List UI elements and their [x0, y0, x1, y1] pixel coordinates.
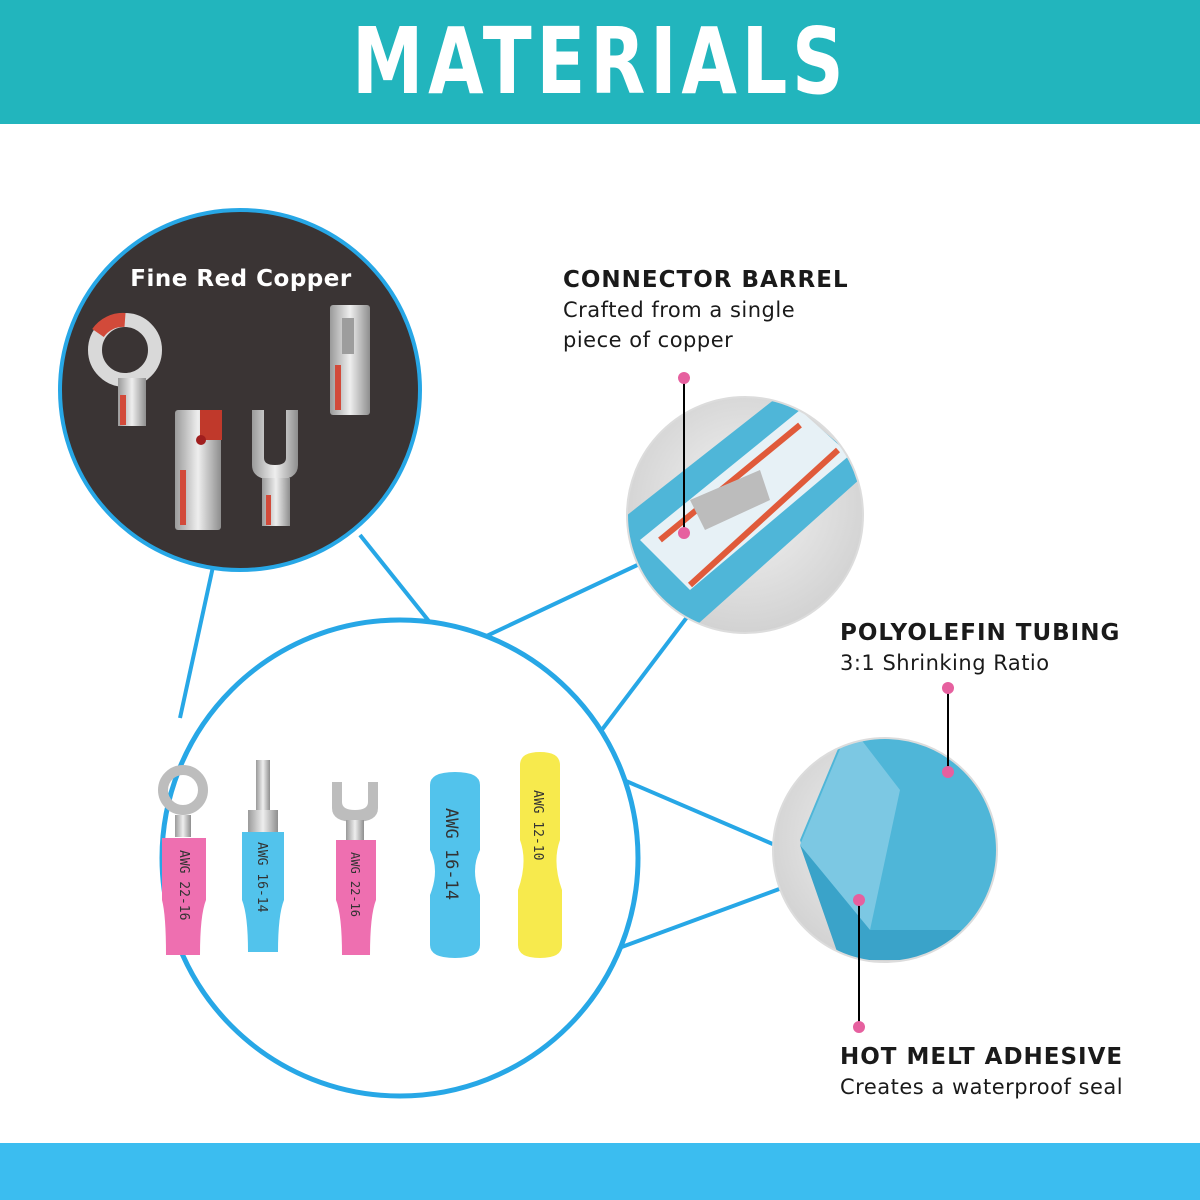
copper-ring-terminal: [88, 312, 162, 426]
header-banner: MATERIALS: [0, 0, 1200, 124]
copper-label: Fine Red Copper: [130, 266, 352, 292]
terminal-label: AWG 16-14: [254, 842, 269, 913]
callout-desc: Crafted from a single piece of copper: [563, 295, 849, 355]
pointer-dot: [853, 1021, 865, 1033]
barrel-zoom-circle: [626, 372, 864, 634]
terminal-label: AWG 16-14: [441, 808, 461, 900]
copper-female-terminal: [330, 305, 370, 415]
connector-line: [599, 886, 783, 957]
connector-line: [596, 598, 702, 737]
pointer-dot: [942, 682, 954, 694]
callout-desc-line: piece of copper: [563, 328, 734, 352]
callout-title: HOT MELT ADHESIVE: [840, 1044, 1124, 1070]
pointer-dot: [678, 372, 690, 384]
page-title: MATERIALS: [351, 8, 849, 115]
pointer-dot: [853, 894, 865, 906]
terminal-label: AWG 22-16: [176, 850, 191, 920]
copper-block-terminal: [175, 410, 222, 530]
callout-title: CONNECTOR BARREL: [563, 267, 849, 293]
copper-fork-terminal: [252, 410, 298, 526]
yellow-butt-connector: [518, 752, 562, 958]
connector-lines: [178, 533, 783, 957]
terminal-label: AWG 22-16: [348, 852, 362, 917]
callout-connector-barrel: CONNECTOR BARREL Crafted from a single p…: [563, 267, 849, 355]
pointer-dot: [678, 527, 690, 539]
callout-hot-melt-adhesive: HOT MELT ADHESIVE Creates a waterproof s…: [840, 1044, 1123, 1102]
pointer-dot: [942, 766, 954, 778]
callout-desc: 3:1 Shrinking Ratio: [840, 651, 1050, 675]
connector-line: [604, 770, 783, 850]
spade-terminal: [242, 760, 284, 952]
callout-desc-line: Crafted from a single: [563, 298, 796, 322]
footer-banner: [0, 1143, 1200, 1200]
tubing-zoom-circle: [772, 682, 998, 1033]
callout-polyolefin-tubing: POLYOLEFIN TUBING 3:1 Shrinking Ratio: [840, 620, 1120, 678]
terminals-circle: AWG 22-16 AWG 16-14 AWG 22-16 AWG 16-14 …: [158, 617, 641, 1099]
fork-terminal: [332, 782, 378, 955]
connector-line: [178, 561, 216, 719]
callout-title: POLYOLEFIN TUBING: [840, 620, 1121, 646]
copper-circle: [58, 208, 422, 572]
ring-terminal: [158, 765, 208, 955]
connector-line: [477, 558, 649, 642]
blue-butt-connector: [430, 772, 480, 958]
callout-desc: Creates a waterproof seal: [840, 1075, 1124, 1099]
connector-line: [358, 533, 434, 627]
terminal-label: AWG 12-10: [530, 790, 545, 860]
